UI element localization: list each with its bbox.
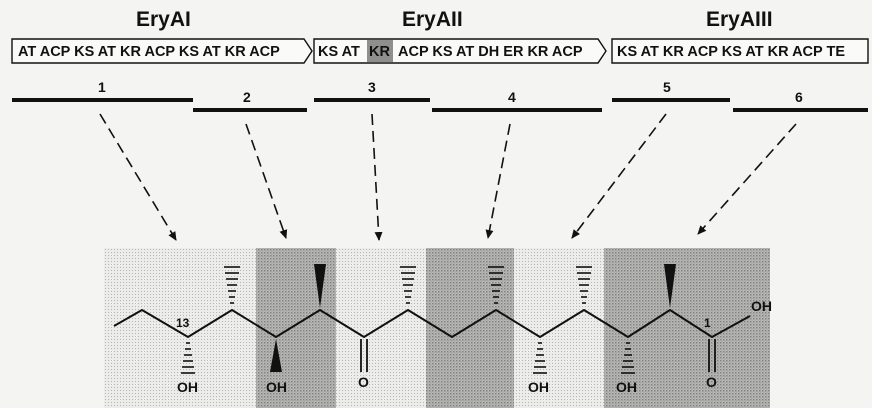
gene-box-eryA1: AT ACP KS AT KR ACP KS AT KR ACP <box>11 38 313 64</box>
c13-hash-bond <box>181 342 195 374</box>
segment-6 <box>604 248 770 408</box>
acid-oh-c1: OH <box>751 298 772 314</box>
module-bar-5 <box>612 98 730 102</box>
oh-c5: OH <box>528 379 549 395</box>
gene-eryA2-domains-post: ACP KS AT DH ER KR ACP <box>398 44 583 60</box>
c5-hash-bond <box>533 342 547 374</box>
c11-wedge-bond <box>270 339 282 372</box>
module-arrows <box>99 113 797 241</box>
module-label-4: 4 <box>508 89 516 105</box>
module-bar-3 <box>314 98 430 102</box>
polyketide-chain: OH 13 OH O <box>113 264 772 395</box>
arrow-module-4 <box>485 123 511 239</box>
oh-c13: OH <box>177 379 198 395</box>
module-label-2: 2 <box>243 89 251 105</box>
segment-4 <box>426 248 514 408</box>
title-eryA3: EryAIII <box>706 8 773 31</box>
module-label-5: 5 <box>663 79 671 95</box>
gene-box-eryA2: KS AT KR ACP KS AT DH ER KR ACP <box>313 38 607 64</box>
segment-5 <box>514 248 604 408</box>
ketone-o-c9: O <box>358 374 369 390</box>
module-label-3: 3 <box>368 79 376 95</box>
kr-inactive-highlight <box>367 40 393 62</box>
module-bar-6 <box>733 108 868 112</box>
module-bars <box>12 98 868 112</box>
arrow-module-3 <box>371 113 383 241</box>
carbon-label-13: 13 <box>176 316 190 330</box>
carbon-backbone <box>113 309 751 338</box>
oh-c11: OH <box>266 379 287 395</box>
carbon-label-1: 1 <box>704 316 711 330</box>
segment-backgrounds <box>104 248 770 408</box>
c8-hash-methyl <box>400 266 416 304</box>
arrow-module-6 <box>697 123 797 235</box>
c4-hash-methyl <box>576 266 592 304</box>
c10-wedge-methyl <box>314 264 326 308</box>
arrow-module-1 <box>99 113 177 241</box>
module-bar-2 <box>193 108 307 112</box>
arrow-module-5 <box>571 113 667 239</box>
title-eryA1: EryAI <box>136 8 191 31</box>
module-bar-4 <box>432 108 602 112</box>
c3-hash-bond <box>621 342 635 374</box>
module-bar-1 <box>12 98 193 102</box>
acid-o-c1: O <box>706 374 717 390</box>
c12-hash-methyl <box>224 266 240 304</box>
gene-eryA2-domains-pre: KS AT <box>318 44 360 60</box>
c2-wedge-methyl <box>664 264 676 308</box>
module-label-6: 6 <box>795 89 803 105</box>
segment-1 <box>104 248 256 408</box>
module-label-1: 1 <box>98 79 106 95</box>
gene-eryA3-domains: KS AT KR ACP KS AT KR ACP TE <box>617 44 845 60</box>
title-eryA2: EryAII <box>402 8 463 31</box>
gene-eryA1-domains: AT ACP KS AT KR ACP KS AT KR ACP <box>18 44 280 60</box>
c6-hash-methyl <box>488 266 504 304</box>
oh-c3: OH <box>616 379 637 395</box>
arrow-module-2 <box>245 123 288 239</box>
gene-box-eryA3: KS AT KR ACP KS AT KR ACP TE <box>611 38 869 64</box>
gene-eryA2-kr-domain: KR <box>369 44 390 60</box>
